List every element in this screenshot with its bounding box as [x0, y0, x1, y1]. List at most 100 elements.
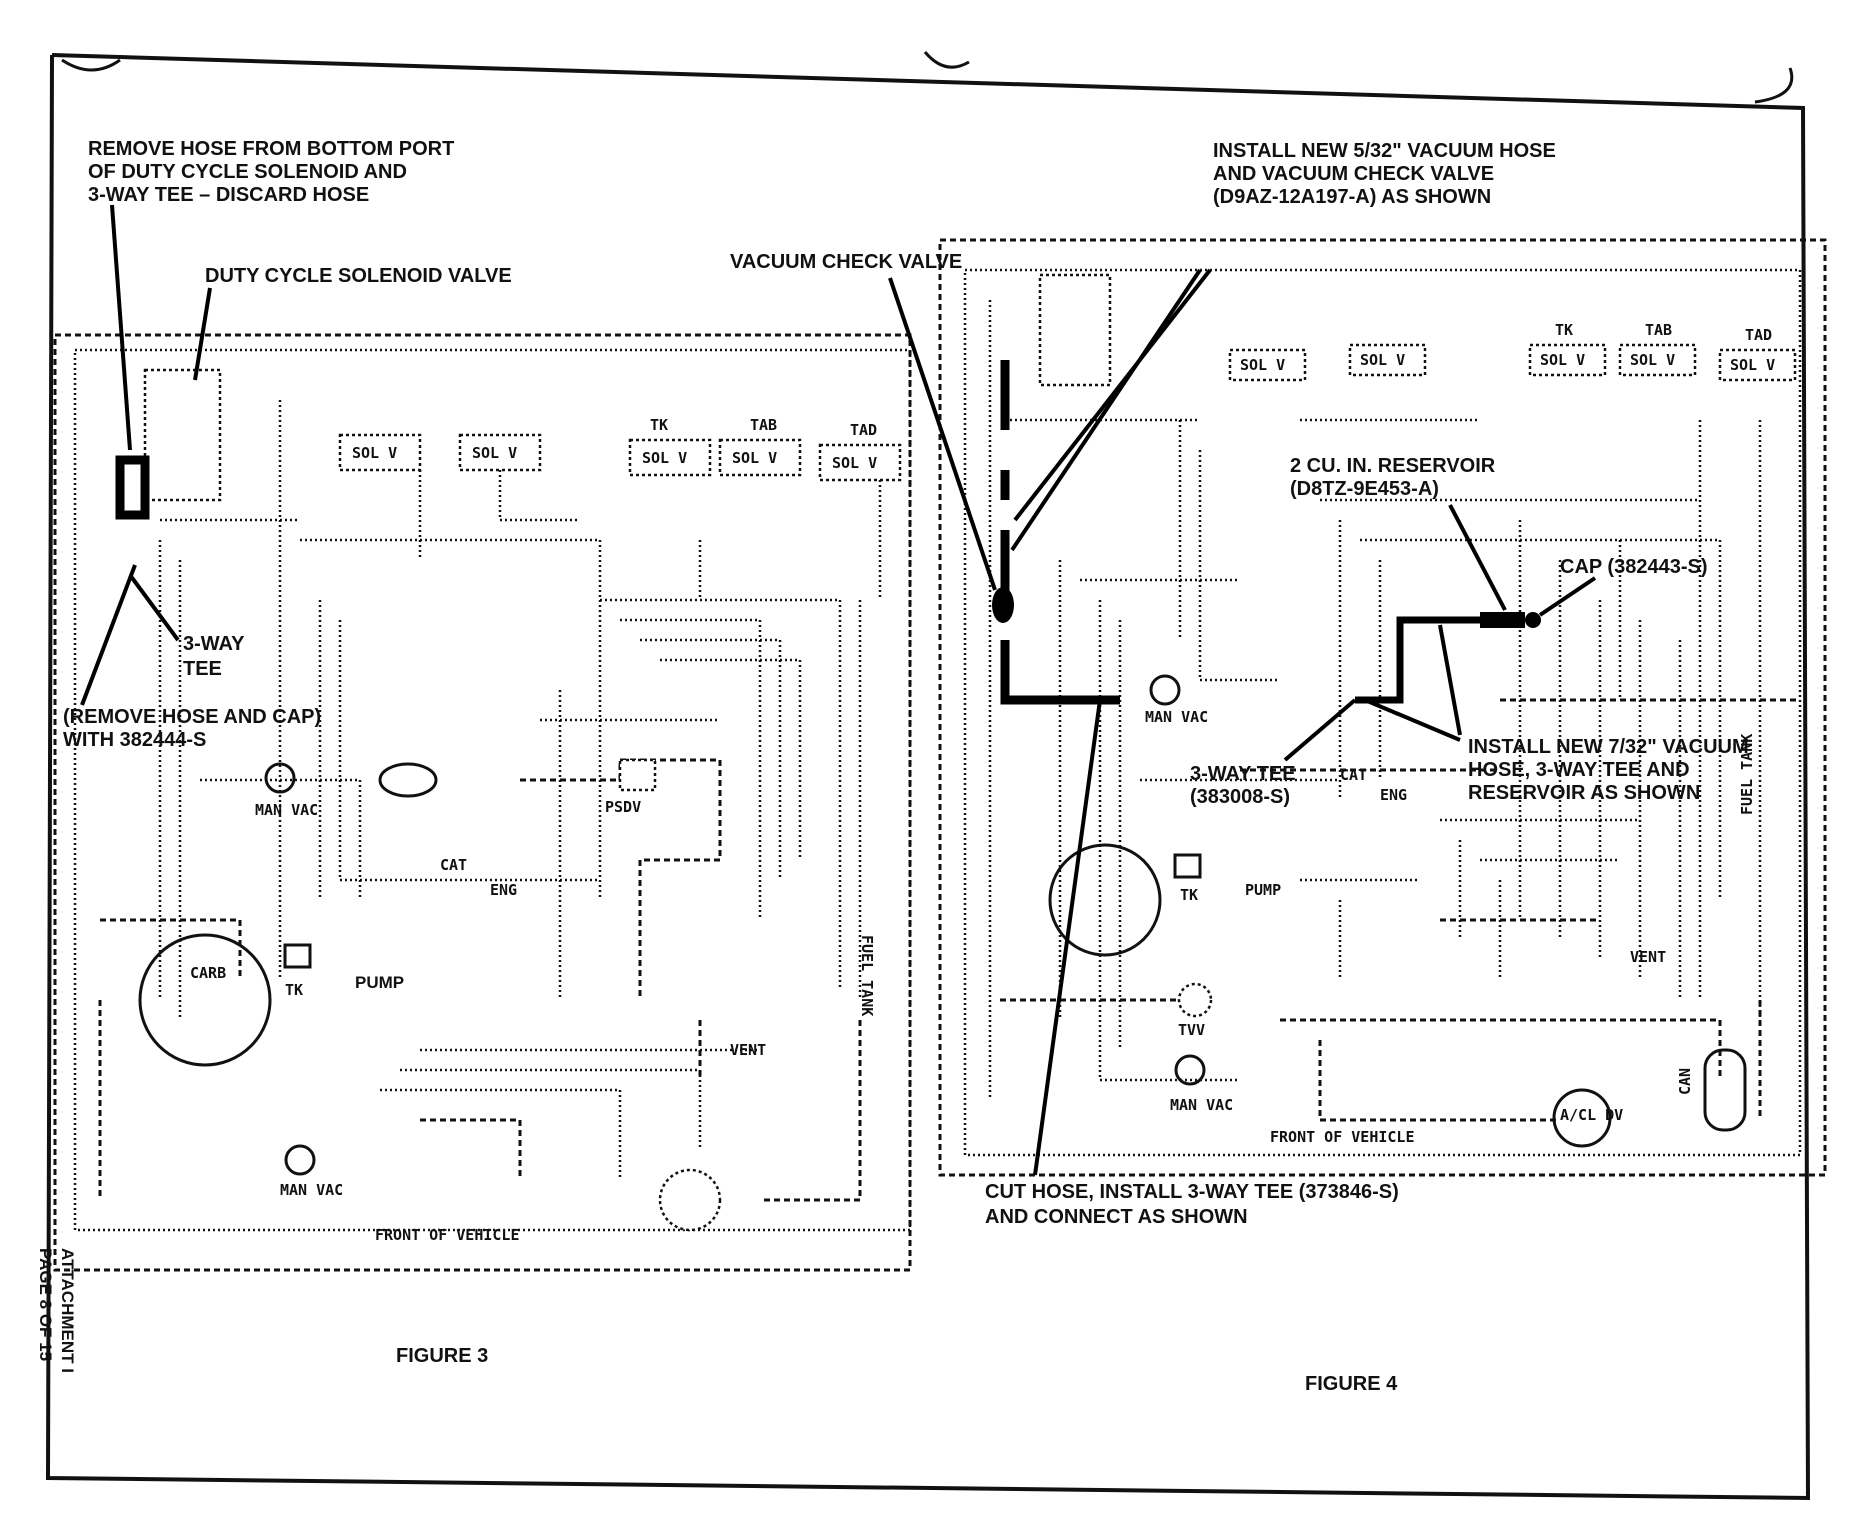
tk-label: TK — [1555, 321, 1573, 339]
sol-v-label: SOL V — [642, 449, 687, 467]
callout-vacuum-check-valve: VACUUM CHECK VALVE — [730, 251, 962, 273]
sol-v-label: SOL V — [1240, 356, 1285, 374]
pump-label: PUMP — [355, 973, 404, 992]
leader-arrow — [110, 204, 132, 451]
man-vac-gauge — [264, 762, 296, 794]
sol-v-box — [718, 438, 802, 477]
tab-label: TAB — [750, 416, 777, 434]
man-vac-label: MAN VAC — [255, 801, 318, 819]
sol-v-box — [818, 443, 902, 482]
callout-reservoir-line2: (D8TZ-9E453-A) — [1290, 478, 1439, 500]
leader-arrow — [1448, 504, 1507, 611]
callout-3-way-tee-line1: 3-WAY TEE — [1190, 763, 1296, 785]
duty-cycle-solenoid — [143, 368, 222, 502]
eng-label: ENG — [1380, 786, 1407, 804]
leader-arrow — [80, 564, 137, 706]
sol-v-label: SOL V — [1630, 351, 1675, 369]
leader-arrow — [888, 277, 997, 591]
sol-v-label: SOL V — [732, 449, 777, 467]
tvv-component — [1177, 982, 1213, 1018]
leader-arrow — [1033, 699, 1102, 1176]
callout-cut-hose-line1: CUT HOSE, INSTALL 3-WAY TEE (373846-S) — [985, 1181, 1399, 1203]
psdv-label: PSDV — [605, 798, 641, 816]
callout-3-way-tee-line1: 3-WAY — [183, 633, 245, 655]
figure-3-caption: FIGURE 3 — [396, 1345, 488, 1367]
sol-v-box — [338, 433, 422, 472]
vacuum-hose-network — [988, 300, 1762, 1100]
sol-v-box — [458, 433, 542, 472]
page-border — [45, 53, 1811, 1501]
callout-cap: CAP (382443-S) — [1560, 556, 1707, 578]
callout-remove-cap-line1: (REMOVE HOSE AND CAP) — [63, 706, 321, 728]
heavy-hose-to-remove — [115, 455, 150, 520]
callout-install-5-32-line1: INSTALL NEW 5/32" VACUUM HOSE — [1213, 140, 1556, 162]
figure-4-caption: FIGURE 4 — [1305, 1373, 1398, 1395]
tvv-label: TVV — [1178, 1021, 1205, 1039]
man-vac-label: MAN VAC — [280, 1181, 343, 1199]
man-vac-gauge — [1149, 674, 1181, 706]
sol-v-box — [1228, 348, 1307, 382]
leader-arrow — [1438, 624, 1462, 736]
vent-label: VENT — [1630, 948, 1666, 966]
tk-component — [1173, 853, 1202, 879]
leader-arrow — [1364, 698, 1461, 742]
duty-cycle-solenoid — [1038, 273, 1112, 387]
callout-install-7-32-line3: RESERVOIR AS SHOWN — [1468, 782, 1700, 804]
2-cu-in-reservoir — [1480, 612, 1525, 628]
leader-arrow — [128, 573, 180, 642]
figure-3-frame — [53, 333, 912, 1272]
callout-remove-hose-line2: OF DUTY CYCLE SOLENOID AND — [88, 161, 407, 183]
front-of-vehicle: FRONT OF VEHICLE — [375, 1226, 520, 1244]
sol-v-label: SOL V — [832, 454, 877, 472]
man-vac-gauge-lower — [1174, 1054, 1206, 1086]
psdv-box — [618, 758, 657, 792]
binder-clip-mark — [61, 58, 121, 72]
tk-label: TK — [650, 416, 668, 434]
new-7-32-vacuum-hose — [1355, 616, 1480, 704]
figure-3-vehicle-outline — [73, 348, 912, 1232]
callout-install-5-32-line3: (D9AZ-12A197-A) AS SHOWN — [1213, 186, 1491, 208]
can-component — [658, 1168, 722, 1232]
sol-v-label: SOL V — [472, 444, 517, 462]
reservoir-cap — [1525, 612, 1541, 628]
leader-arrow — [1010, 268, 1202, 552]
leader-arrow — [193, 287, 212, 381]
tk-component — [283, 943, 312, 969]
cat-sensor — [378, 762, 438, 798]
figure-4: SOL V SOL V SOL V SOL V SOL V TK TAB TAD… — [730, 140, 1827, 1395]
vacuum-hose-network — [98, 758, 862, 1202]
sol-v-label: SOL V — [1540, 351, 1585, 369]
vacuum-hose-network — [1000, 698, 1800, 1122]
callout-install-5-32-line2: AND VACUUM CHECK VALVE — [1213, 163, 1494, 185]
sol-v-box — [1718, 348, 1797, 382]
man-vac-label: MAN VAC — [1145, 708, 1208, 726]
can-label: CAN — [1676, 1068, 1694, 1095]
callout-duty-cycle-valve: DUTY CYCLE SOLENOID VALVE — [205, 265, 512, 287]
tk-component-label: TK — [285, 981, 303, 999]
man-vac-label: MAN VAC — [1170, 1096, 1233, 1114]
binder-clip-mark — [1754, 67, 1794, 104]
sol-v-box — [1348, 343, 1427, 377]
sol-v-box — [628, 438, 712, 477]
vacuum-check-valve — [992, 587, 1014, 623]
callout-cut-hose-line2: AND CONNECT AS SHOWN — [985, 1206, 1248, 1228]
callout-remove-hose-line1: REMOVE HOSE FROM BOTTOM PORT — [88, 138, 454, 160]
callout-install-7-32-line1: INSTALL NEW 7/32" VACUUM — [1468, 736, 1749, 758]
fuel-tank-label: FUEL TANK — [1738, 734, 1756, 815]
cat-label: CAT — [440, 856, 467, 874]
carb-outline — [1048, 843, 1162, 957]
callout-install-7-32-line2: HOSE, 3-WAY TEE AND — [1468, 759, 1690, 781]
callout-reservoir-line1: 2 CU. IN. RESERVOIR — [1290, 455, 1496, 477]
page-number-label: PAGE 8 OF 15 — [36, 1248, 55, 1361]
figure-4-vehicle-outline — [963, 268, 1802, 1157]
can-component — [1703, 1048, 1747, 1132]
man-vac-gauge-lower — [284, 1144, 316, 1176]
a-cl-dv-component — [1552, 1088, 1612, 1148]
sol-v-label: SOL V — [1360, 351, 1405, 369]
tab-label: TAB — [1645, 321, 1672, 339]
carb-label: CARB — [190, 964, 226, 982]
leader-arrow — [1283, 698, 1357, 762]
eng-label: ENG — [490, 881, 517, 899]
front-of-vehicle: FRONT OF VEHICLE — [1270, 1128, 1415, 1146]
